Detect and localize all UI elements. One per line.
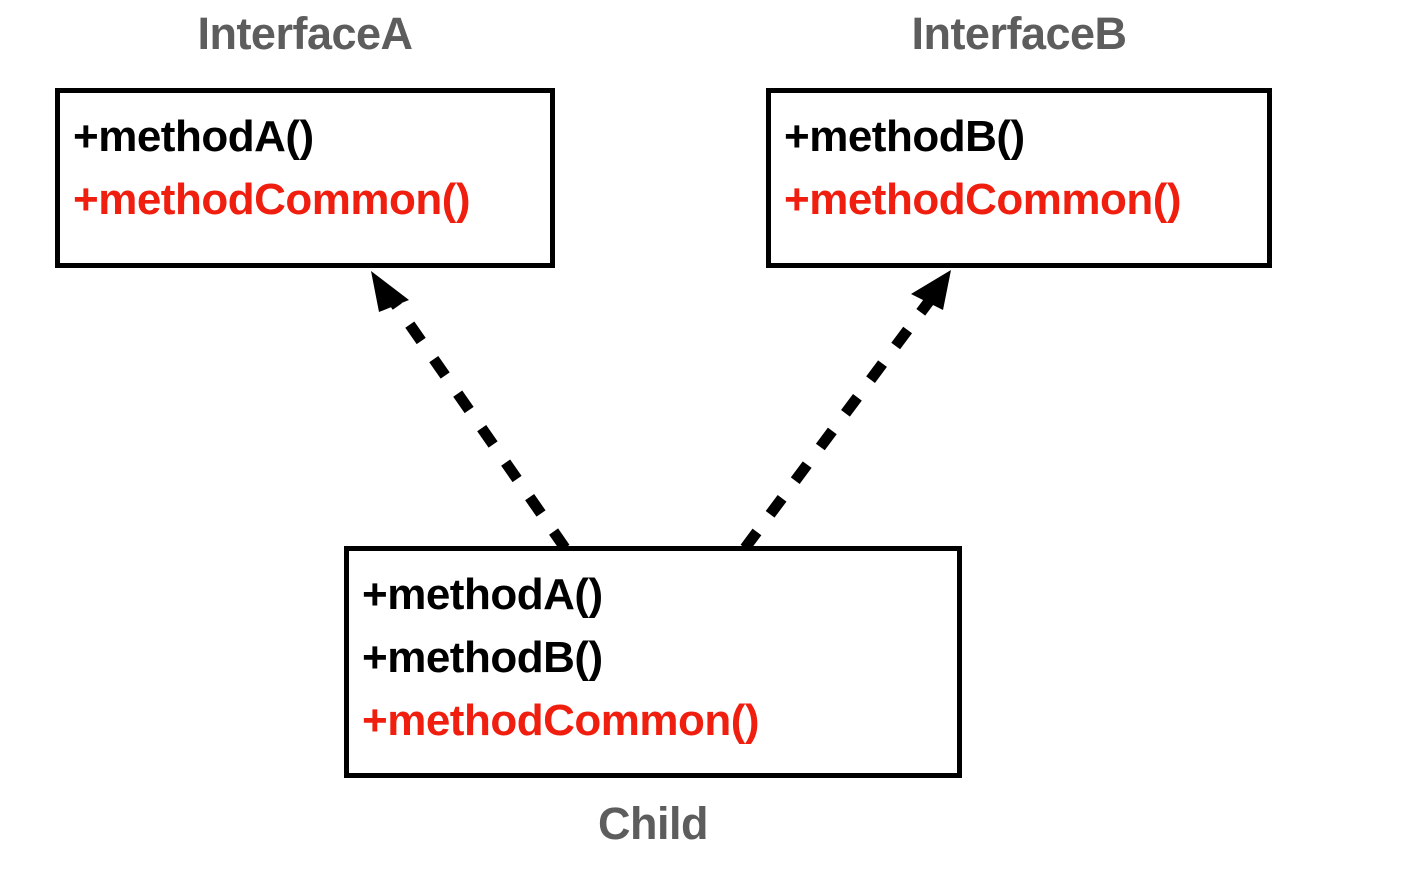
node-caption-child: Child [598, 798, 708, 849]
node-caption-interface-b: InterfaceB [911, 8, 1127, 59]
dashed-line [387, 295, 570, 552]
class-box-interface-a[interactable]: +methodA() +methodCommon() [55, 88, 555, 268]
method-item: +methodB() [362, 633, 603, 682]
method-item-common: +methodCommon() [362, 696, 760, 745]
arrowhead-icon [371, 271, 409, 312]
method-item-common: +methodCommon() [784, 175, 1182, 224]
connector-child-to-interface-a [371, 271, 570, 552]
method-item: +methodB() [784, 112, 1025, 161]
method-item: +methodA() [73, 112, 314, 161]
method-item-common: +methodCommon() [73, 175, 471, 224]
dashed-line [740, 296, 935, 552]
node-caption-interface-a: InterfaceA [197, 8, 413, 59]
class-box-body: +methodB() +methodCommon() [771, 93, 1267, 231]
connector-child-to-interface-b [740, 270, 951, 552]
class-box-interface-b[interactable]: +methodB() +methodCommon() [766, 88, 1272, 268]
class-box-child[interactable]: +methodA() +methodB() +methodCommon() [344, 546, 962, 778]
method-item: +methodA() [362, 570, 603, 619]
class-box-body: +methodA() +methodB() +methodCommon() [349, 551, 957, 752]
class-box-body: +methodA() +methodCommon() [60, 93, 550, 231]
arrowhead-icon [911, 270, 951, 310]
